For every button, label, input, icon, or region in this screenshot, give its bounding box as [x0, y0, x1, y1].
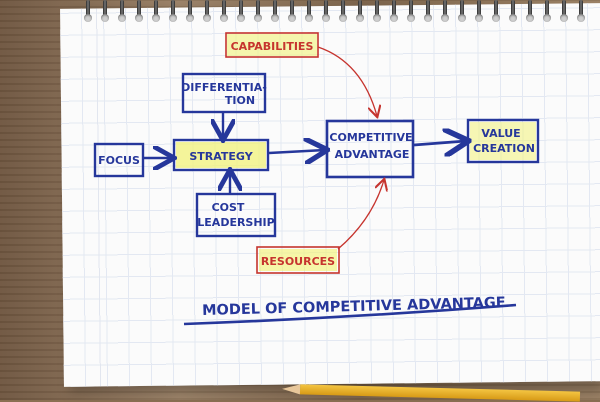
binding-hole: [305, 14, 313, 22]
spiral-coil: [205, 0, 209, 18]
binding-hole: [118, 14, 126, 22]
spiral-binding: [0, 0, 600, 24]
spiral-coil: [86, 0, 90, 18]
competitive-advantage-label-line2: ADVANTAGE: [335, 148, 410, 161]
cost-leadership-label-line1: COST: [212, 201, 245, 214]
spiral-coil: [290, 0, 294, 18]
binding-hole: [169, 14, 177, 22]
spiral-coil: [103, 0, 107, 18]
binding-hole: [424, 14, 432, 22]
binding-hole: [322, 14, 330, 22]
cost-leadership-node: COST LEADERSHIP: [195, 192, 277, 238]
value-creation-label-line2: CREATION: [473, 142, 535, 155]
spiral-coil: [511, 0, 515, 18]
spiral-coil: [426, 0, 430, 18]
value-creation-node: VALUE CREATION: [466, 118, 540, 164]
focus-node: FOCUS: [93, 142, 145, 178]
binding-hole: [220, 14, 228, 22]
cost-leadership-label-line2: LEADERSHIP: [197, 216, 274, 229]
binding-hole: [135, 14, 143, 22]
spiral-coil: [137, 0, 141, 18]
differentiation-label-line1: DIFFERENTIA-: [181, 81, 267, 94]
binding-hole: [237, 14, 245, 22]
binding-hole: [356, 14, 364, 22]
binding-hole: [475, 14, 483, 22]
capabilities-highlight: [227, 34, 317, 56]
binding-hole: [203, 14, 211, 22]
cost-leadership-box: [195, 192, 277, 238]
spiral-coil: [188, 0, 192, 18]
arrow-competitive-advantage-to-value-creation: [413, 141, 466, 145]
spiral-coil: [477, 0, 481, 18]
spiral-coil: [239, 0, 243, 18]
spiral-coil: [545, 0, 549, 18]
binding-hole: [390, 14, 398, 22]
diagram-title: MODEL OF COMPETITIVE ADVANTAGE: [202, 295, 506, 319]
spiral-coil: [324, 0, 328, 18]
differentiation-label-line2: TION: [225, 94, 255, 107]
spiral-coil: [222, 0, 226, 18]
spiral-coil: [171, 0, 175, 18]
binding-hole: [526, 14, 534, 22]
strategy-highlight: [176, 142, 266, 168]
binding-hole: [271, 14, 279, 22]
spiral-coil: [494, 0, 498, 18]
binding-hole: [84, 14, 92, 22]
spiral-coil: [341, 0, 345, 18]
resources-highlight: [259, 249, 337, 271]
binding-hole: [543, 14, 551, 22]
spiral-coil: [579, 0, 583, 18]
binding-hole: [254, 14, 262, 22]
spiral-coil: [375, 0, 379, 18]
binding-hole: [509, 14, 517, 22]
spiral-coil: [154, 0, 158, 18]
differentiation-node: DIFFERENTIA- TION: [181, 72, 267, 114]
spiral-coil: [409, 0, 413, 18]
arrow-capabilities-to-competitive-advantage: [317, 46, 377, 116]
strategy-label: STRATEGY: [189, 150, 253, 163]
capabilities-node: CAPABILITIES: [225, 32, 319, 58]
spiral-coil: [528, 0, 532, 18]
binding-hole: [186, 14, 194, 22]
spiral-coil: [273, 0, 277, 18]
binding-hole: [577, 14, 585, 22]
competitive-advantage-node: COMPETITIVE ADVANTAGE: [325, 119, 415, 179]
spiral-coil: [443, 0, 447, 18]
focus-box: [93, 142, 145, 178]
binding-hole: [441, 14, 449, 22]
capabilities-box: [225, 32, 319, 58]
spiral-coil: [307, 0, 311, 18]
pencil-tip: [281, 383, 301, 395]
spiral-coil: [460, 0, 464, 18]
binding-hole: [339, 14, 347, 22]
strategy-node: STRATEGY: [172, 138, 270, 172]
arrow-resources-to-competitive-advantage: [337, 180, 384, 250]
spiral-coil: [562, 0, 566, 18]
spiral-coil: [392, 0, 396, 18]
resources-box: [256, 246, 340, 274]
binding-hole: [492, 14, 500, 22]
binding-hole: [373, 14, 381, 22]
spiral-coil: [256, 0, 260, 18]
binding-hole: [560, 14, 568, 22]
focus-label: FOCUS: [98, 154, 140, 167]
binding-hole: [152, 14, 160, 22]
differentiation-box: [181, 72, 267, 114]
binding-hole: [407, 14, 415, 22]
binding-hole: [458, 14, 466, 22]
resources-node: RESOURCES: [256, 246, 340, 274]
spiral-coil: [120, 0, 124, 18]
spiral-coil: [358, 0, 362, 18]
capabilities-label: CAPABILITIES: [231, 40, 314, 53]
resources-label: RESOURCES: [261, 255, 335, 268]
competitive-advantage-label-line1: COMPETITIVE: [329, 131, 412, 144]
arrow-strategy-to-competitive-advantage: [268, 150, 325, 153]
value-creation-label-line1: VALUE: [481, 127, 520, 140]
title-underline: [183, 303, 517, 326]
value-creation-highlight: [470, 122, 536, 160]
binding-hole: [101, 14, 109, 22]
binding-hole: [288, 14, 296, 22]
